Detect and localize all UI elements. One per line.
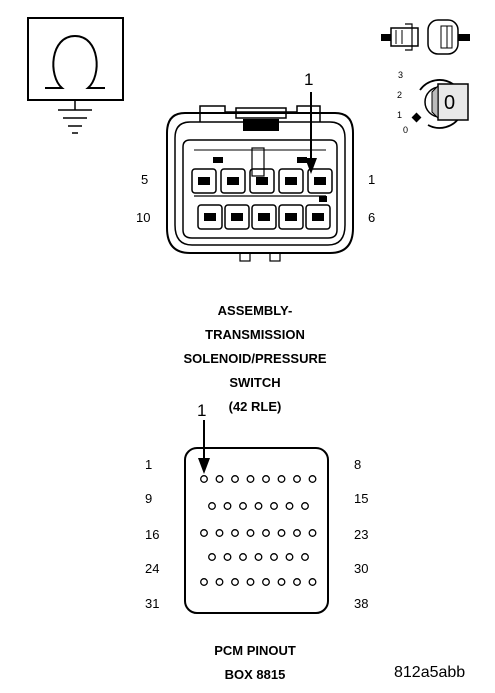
pcm-pin xyxy=(277,475,286,483)
pcm-pin xyxy=(215,475,224,483)
pcm-pin xyxy=(293,578,301,586)
pcm-title-line-1: PCM PINOUT xyxy=(214,643,296,658)
pcm-pin xyxy=(285,553,294,561)
pcm-row-5-right-label: 38 xyxy=(354,596,369,611)
pcm-pin xyxy=(270,553,278,561)
pcm-pin xyxy=(231,578,239,586)
pcm-pin xyxy=(254,553,263,561)
key-position-3: 3 xyxy=(398,70,404,80)
connector-title-line-2: TRANSMISSION xyxy=(205,327,305,342)
pcm-pin xyxy=(231,475,239,483)
pcm-pin xyxy=(223,502,232,510)
pcm-callout-label: 1 xyxy=(197,401,207,420)
pcm-pin xyxy=(301,553,309,561)
pcm-pin xyxy=(301,502,309,510)
disconnected-connector-icon xyxy=(381,19,470,55)
connector-callout-label: 1 xyxy=(304,70,314,89)
pcm-pin xyxy=(200,475,208,483)
pcm-row-3-left-label: 16 xyxy=(145,527,160,542)
pcm-pin xyxy=(308,578,317,586)
pcm-pin xyxy=(262,475,270,483)
key-position-2: 2 xyxy=(397,90,403,100)
pcm-pin xyxy=(246,475,255,483)
pcm-pin xyxy=(308,475,317,483)
pcm-row-4-left-label: 24 xyxy=(145,561,160,576)
key-position-1: 1 xyxy=(397,110,403,120)
pcm-row-1-right-label: 8 xyxy=(354,457,362,472)
pcm-pin xyxy=(277,529,286,537)
connector-pin-10-label: 10 xyxy=(136,210,151,225)
pcm-pin xyxy=(285,502,294,510)
pcm-pin xyxy=(262,578,270,586)
pcm-pin xyxy=(270,502,278,510)
pcm-pin xyxy=(246,578,255,586)
pcm-pin1-callout-arrow xyxy=(198,420,210,474)
connector-pin-1-label: 1 xyxy=(368,172,376,187)
ohmmeter-icon xyxy=(27,17,124,134)
figure-id: 812a5abb xyxy=(394,664,466,681)
pcm-pin xyxy=(239,502,247,510)
pcm-pin xyxy=(231,529,239,537)
connector-pin-5-label: 5 xyxy=(141,172,149,187)
solenoid-connector-housing xyxy=(166,105,354,262)
pcm-pinout-box xyxy=(184,447,329,614)
pcm-row-2-left-label: 9 xyxy=(145,491,153,506)
pcm-row-4-right-label: 30 xyxy=(354,561,369,576)
pcm-pin xyxy=(308,529,317,537)
pcm-pin xyxy=(215,529,224,537)
bottom-row-cavities xyxy=(197,204,331,230)
pcm-pin xyxy=(239,553,247,561)
pcm-title-line-2: BOX 8815 xyxy=(224,667,286,682)
pin1-callout-arrow xyxy=(305,92,317,174)
pcm-pin xyxy=(208,502,216,510)
connector-title-line-4: SWITCH xyxy=(229,375,281,390)
pcm-pin xyxy=(208,553,216,561)
key-position-0: 0 xyxy=(403,125,409,135)
pcm-pin xyxy=(223,553,232,561)
pcm-pin-grid xyxy=(200,475,317,586)
pcm-row-5-left-label: 31 xyxy=(145,596,160,611)
connector-title-line-1: ASSEMBLY- xyxy=(217,303,293,318)
connector-title-line-5: (42 RLE) xyxy=(228,399,282,414)
pcm-pin xyxy=(200,578,208,586)
pcm-pin xyxy=(262,529,270,537)
ignition-key-icon xyxy=(411,79,469,129)
pcm-row-1-left-label: 1 xyxy=(145,457,153,472)
top-row-cavities xyxy=(191,168,333,194)
pcm-pin xyxy=(293,529,301,537)
pcm-pin xyxy=(200,529,208,537)
connector-pin-6-label: 6 xyxy=(368,210,376,225)
pcm-row-3-right-label: 23 xyxy=(354,527,369,542)
pcm-pin xyxy=(277,578,286,586)
pcm-pin xyxy=(246,529,255,537)
pcm-pin xyxy=(215,578,224,586)
key-label: 0 xyxy=(444,92,456,114)
pcm-row-2-right-label: 15 xyxy=(354,491,369,506)
pcm-pin xyxy=(293,475,301,483)
pcm-pin xyxy=(254,502,263,510)
connector-title-line-3: SOLENOID/PRESSURE xyxy=(183,351,327,366)
